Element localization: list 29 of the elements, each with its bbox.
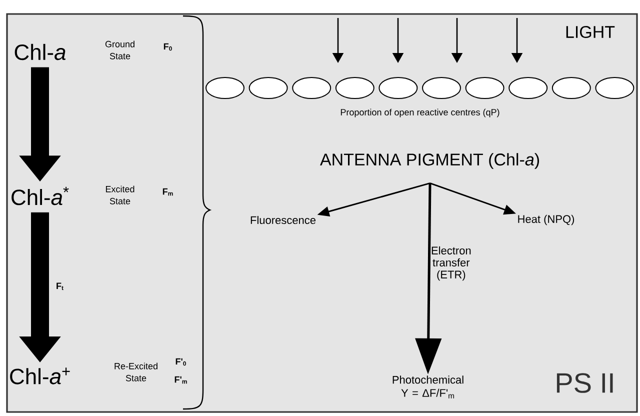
state-label: Ground State (105, 40, 134, 60)
fluorescence-symbol: F'$_{0}$ (176, 358, 186, 366)
reaction-centre-ellipse (335, 77, 374, 99)
edge-label: F$_{t}$ (56, 282, 64, 290)
edge-label: Electron transfer (ETR) (432, 246, 471, 281)
output-label: Photochemical Y = ΔF/F'$_{m}$ (392, 376, 464, 398)
output-label: Heat (NPQ) (518, 214, 574, 226)
state-label: Excited State (106, 186, 134, 204)
reaction-centre-ellipse (422, 77, 461, 99)
pigment-label: ANTENNA PIGMENT (Chl-a) (320, 153, 539, 169)
fluorescence-symbol: F$_{m}$ (162, 188, 173, 196)
reaction-centre-ellipse (292, 77, 332, 99)
reaction-centre-ellipse (508, 77, 548, 99)
state-label: Re-Excited State (114, 362, 158, 382)
fluorescence-symbol: F$_{0}$ (164, 43, 172, 51)
reaction-centre-ellipse (248, 77, 288, 99)
reaction-centre-ellipse (206, 77, 244, 99)
chlorophyll-label: Chl-a$^{*}$ (12, 186, 69, 206)
panel-label: PS II (556, 373, 613, 393)
chlorophyll-label: Chl-a$^{+}$ (10, 368, 70, 384)
reaction-centre-ellipse (378, 77, 418, 99)
output-label: Fluorescence (250, 216, 316, 224)
chlorophyll-label: Chl-a (14, 44, 66, 60)
caption-label: Proportion of open reactive centres (qP) (340, 108, 500, 118)
heading-label: LIGHT (566, 26, 615, 38)
fluorescence-symbol: F'$_{m}$ (174, 376, 187, 384)
reaction-centre-ellipse (595, 77, 634, 99)
reaction-centre-ellipse (465, 77, 504, 99)
reaction-centre-ellipse (552, 77, 591, 99)
